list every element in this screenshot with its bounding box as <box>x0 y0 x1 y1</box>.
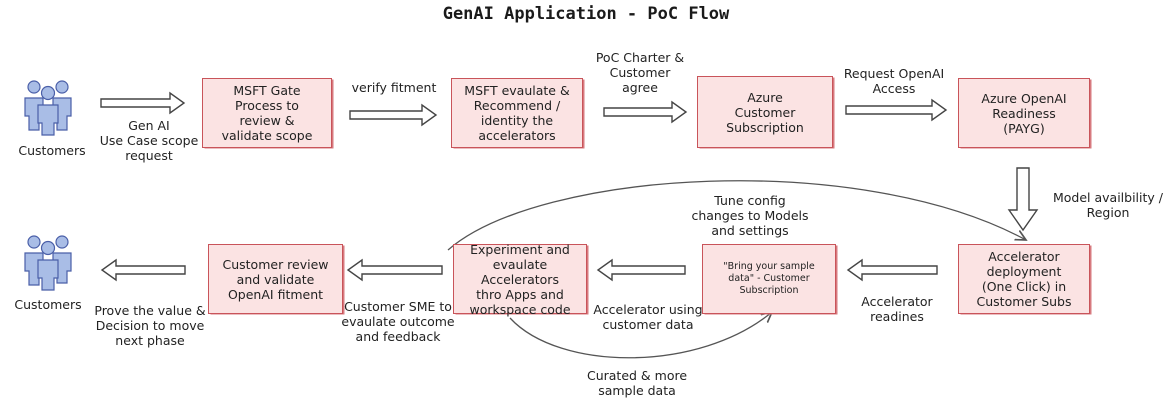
arrow-gate-to-evaluate <box>349 103 438 127</box>
edge-label-verify-fitment: verify fitment <box>351 80 437 95</box>
edge-label-tune-config: Tune config changes to Models and settin… <box>691 193 809 238</box>
edge-label-curated-data: Curated & more sample data <box>586 368 688 398</box>
edge-label-poc-charter: PoC Charter & Customer agree <box>595 50 685 95</box>
people-group-icon <box>24 235 72 291</box>
arrow-review-to-customers <box>100 258 186 282</box>
edge-label-gen-ai-request: Gen AI Use Case scope request <box>99 118 199 163</box>
sample-data-box: "Bring your sample data" - Customer Subs… <box>702 244 836 314</box>
customers-top-label: Customers <box>18 143 86 158</box>
arrow-deploy-to-sample <box>846 258 938 282</box>
arrow-evaluate-to-azure <box>603 100 688 124</box>
arrow-experiment-to-review <box>346 258 443 282</box>
people-group-icon <box>24 80 72 136</box>
msft-gate-box: MSFT Gate Process to review & validate s… <box>202 78 332 148</box>
customer-review-box: Customer review and validate OpenAI fitm… <box>208 244 343 314</box>
edge-label-prove-value: Prove the value & Decision to move next … <box>94 303 206 348</box>
edge-label-accelerator-customer-data: Accelerator using customer data <box>593 302 703 332</box>
edge-label-customer-sme: Customer SME to evaulate outcome and fee… <box>341 299 455 344</box>
msft-evaluate-box: MSFT evaulate & Recommend / identity the… <box>451 78 583 148</box>
curve-experiment-to-deploy <box>447 180 1026 251</box>
experiment-box: Experiment and evaulate Accelerators thr… <box>453 242 587 317</box>
arrow-azure-to-openai <box>845 98 948 122</box>
edge-label-model-availability: Model availbility / Region <box>1052 190 1163 220</box>
arrow-sample-to-experiment <box>596 258 686 282</box>
customers-bottom-label: Customers <box>14 297 82 312</box>
arrow-customers-to-gate <box>100 91 186 115</box>
diagram-title: GenAI Application - PoC Flow <box>442 4 730 24</box>
arrow-openai-to-deploy <box>1007 167 1039 232</box>
edge-label-request-openai: Request OpenAI Access <box>843 66 945 96</box>
azure-subscription-box: Azure Customer Subscription <box>697 76 833 148</box>
curve-experiment-to-sample <box>509 312 772 359</box>
edge-label-accelerator-readines: Accelerator readines <box>861 294 933 324</box>
openai-readiness-box: Azure OpenAI Readiness (PAYG) <box>958 78 1090 148</box>
accelerator-deployment-box: Accelerator deployment (One Click) in Cu… <box>958 244 1090 314</box>
